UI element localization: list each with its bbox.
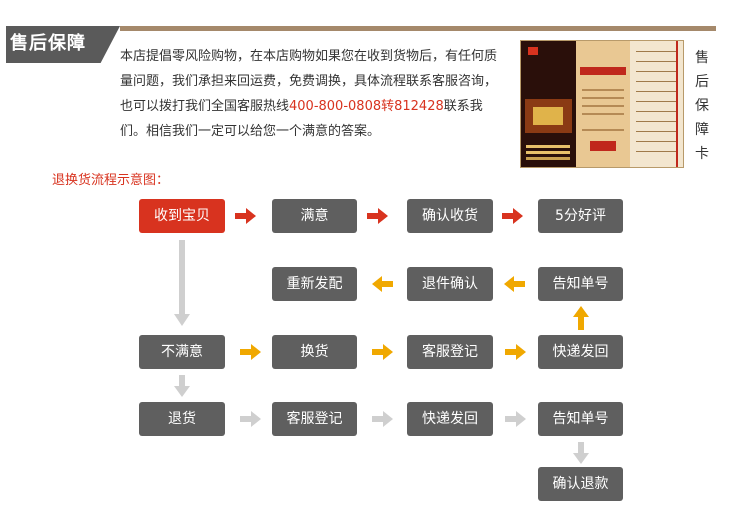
intro-text: 本店提倡零风险购物，在本店购物如果您在收到货物后，有任何质量问题，我们承担来回运…: [120, 49, 498, 114]
intro-text-end: 联系我们。相信我们一定可以给您一个满意的答案。: [120, 99, 483, 139]
step-cs-register-2: 客服登记: [272, 402, 357, 436]
step-express-return-2: 快递发回: [407, 402, 493, 436]
arrow-right-icon: [502, 208, 523, 224]
flow-label: 退换货流程示意图：: [52, 173, 170, 188]
arrow-right-icon: [505, 344, 526, 360]
arrow-right-icon: [372, 411, 393, 427]
warranty-card-image: [520, 40, 684, 168]
step-cs-register: 客服登记: [407, 335, 493, 369]
card-form-panel: [630, 41, 683, 167]
arrow-left-icon: [504, 276, 525, 292]
arrow-right-icon: [372, 344, 393, 360]
card-middle-panel: [576, 41, 630, 167]
card-caption: 售 后 保 障 卡: [695, 50, 709, 162]
arrow-right-icon: [235, 208, 256, 224]
header-divider: [120, 26, 716, 31]
hotline-number: 400-800-0808转812428: [289, 99, 444, 114]
step-exchange: 换货: [272, 335, 357, 369]
arrow-right-icon: [240, 411, 261, 427]
step-resend: 重新发配: [272, 267, 357, 301]
step-satisfied: 满意: [272, 199, 357, 233]
section-title: 售后保障: [10, 33, 86, 54]
arrow-left-icon: [372, 276, 393, 292]
step-notify-number-2: 告知单号: [538, 402, 623, 436]
step-unsatisfied: 不满意: [139, 335, 225, 369]
step-express-return: 快递发回: [538, 335, 623, 369]
arrow-down-icon: [174, 240, 190, 326]
arrow-down-icon: [174, 375, 190, 397]
intro-paragraph: 本店提倡零风险购物，在本店购物如果您在收到货物后，有任何质量问题，我们承担来回运…: [120, 44, 498, 144]
step-confirm-receipt: 确认收货: [407, 199, 493, 233]
step-five-star: 5分好评: [538, 199, 623, 233]
arrow-right-icon: [367, 208, 388, 224]
step-confirm-refund: 确认退款: [538, 467, 623, 501]
step-return-confirm: 退件确认: [407, 267, 493, 301]
arrow-up-icon: [573, 306, 589, 330]
header-tab: [6, 26, 120, 63]
arrow-right-icon: [240, 344, 261, 360]
step-notify-number: 告知单号: [538, 267, 623, 301]
arrow-right-icon: [505, 411, 526, 427]
step-receive: 收到宝贝: [139, 199, 225, 233]
card-cover-panel: [521, 41, 576, 167]
arrow-down-icon: [573, 442, 589, 464]
step-refund: 退货: [139, 402, 225, 436]
